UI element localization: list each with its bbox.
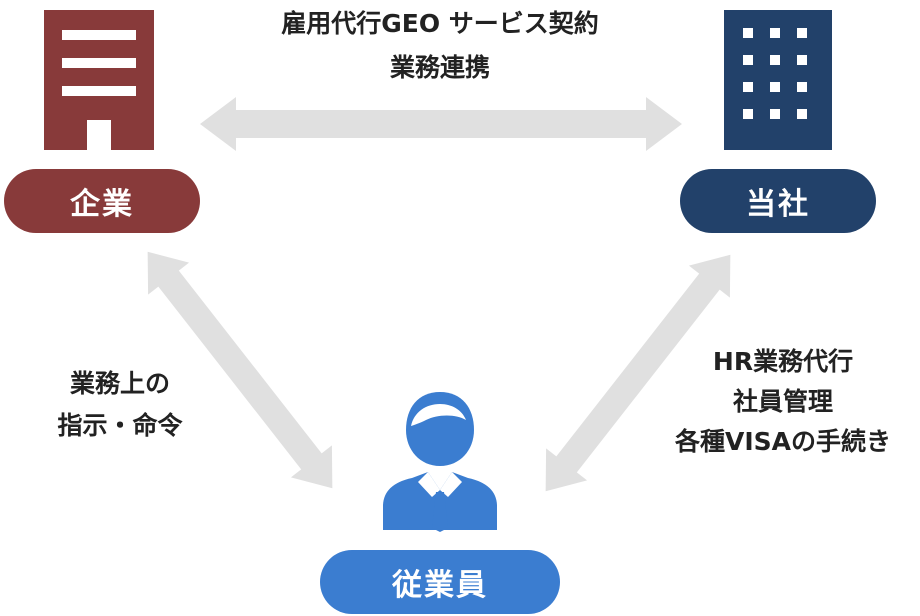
- arrow-us-employee: [545, 254, 731, 492]
- relation-us-employee-label: HR業務代行 社員管理 各種VISAの手続き: [652, 344, 914, 460]
- us-node: 当社: [680, 169, 876, 233]
- employee-node: 従業員: [320, 550, 560, 614]
- company-label: 企業: [70, 187, 134, 222]
- relation-line: 業務連携: [389, 53, 490, 82]
- relation-company-us-label: 雇用代行GEO サービス契約 業務連携: [190, 6, 690, 86]
- company-node: 企業: [4, 169, 200, 233]
- us-label: 当社: [746, 187, 810, 222]
- relation-line: 指示・命令: [57, 411, 183, 440]
- employee-label: 従業員: [392, 568, 488, 603]
- relation-company-employee-label: 業務上の 指示・命令: [20, 366, 220, 444]
- relation-line: HR業務代行: [712, 347, 854, 376]
- relation-line: 社員管理: [732, 387, 833, 416]
- person-icon: [383, 392, 497, 532]
- relation-line: 業務上の: [69, 369, 170, 398]
- arrow-company-employee: [147, 251, 333, 489]
- relation-line: 雇用代行GEO サービス契約: [281, 9, 599, 38]
- relation-line: 各種VISAの手続き: [674, 427, 891, 456]
- arrow-company-us: [200, 97, 682, 151]
- office-building-icon: [44, 10, 154, 150]
- tower-building-icon: [724, 10, 832, 150]
